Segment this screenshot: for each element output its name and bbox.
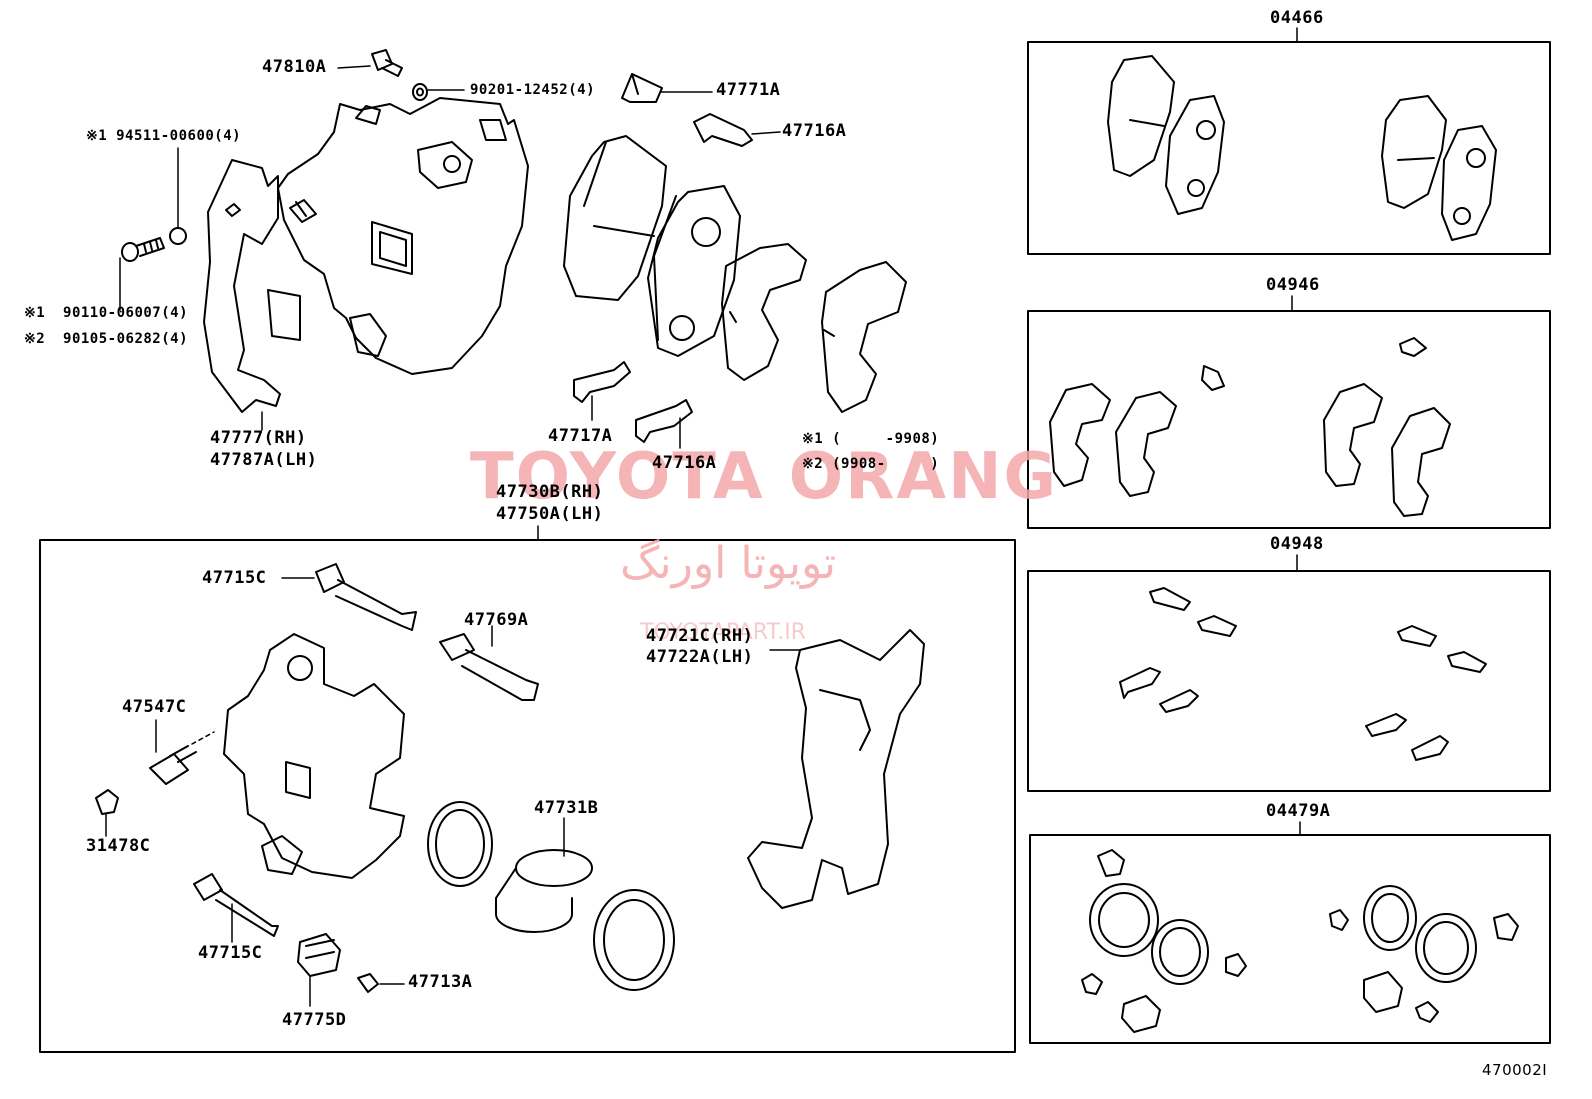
kit-04946-box	[1027, 310, 1551, 529]
note-1: ※1 ( -9908)	[802, 431, 940, 447]
label-47787A-lh: 47787A(LH)	[210, 450, 318, 470]
anti-squeal-clip-part	[621, 73, 713, 103]
label-47717A: 47717A	[548, 426, 613, 446]
cylinder-seal-part	[593, 889, 675, 991]
caliper-assembly-box	[39, 539, 1016, 1053]
kit-04948-box	[1027, 570, 1551, 792]
cylinder-boot-part	[297, 933, 341, 1007]
label-47547C: 47547C	[122, 697, 187, 717]
anti-squeal-shim-part-2	[821, 261, 907, 413]
label-47731B: 47731B	[534, 798, 599, 818]
watermark-title: TOYOTA ORANG	[470, 440, 1059, 514]
nut-and-bolt-part	[119, 147, 187, 311]
slide-pin-bottom-part	[193, 873, 279, 943]
torque-plate-part	[747, 629, 925, 909]
bleeder-cap-small-part	[357, 973, 405, 993]
disc-brake-dust-cover-part	[203, 159, 301, 431]
kit-04466-box	[1027, 41, 1551, 255]
label-94511-00600: ※1 94511-00600(4)	[86, 128, 242, 144]
label-47769A: 47769A	[464, 610, 529, 630]
bleeder-cap-part	[95, 789, 119, 837]
label-47716A-top: 47716A	[782, 121, 847, 141]
washer-part	[412, 83, 465, 101]
brake-pad-inner-part	[563, 135, 667, 301]
caliper-assembly-upper	[277, 97, 529, 375]
label-47750A-lh: 47750A(LH)	[496, 504, 604, 524]
label-47722A-lh: 47722A(LH)	[646, 647, 754, 667]
slide-pin-top-part	[281, 563, 417, 631]
label-90110-06007: ※1 90110-06007(4)	[24, 305, 189, 321]
watermark-url: TOYOTAPART.IR	[640, 620, 807, 645]
slide-pin-boot-part	[439, 625, 539, 701]
label-47730B-rh: 47730B(RH)	[496, 482, 604, 502]
piston-part	[495, 817, 593, 933]
label-90201-12452: 90201-12452(4)	[470, 82, 596, 98]
kit-04466-pads	[1107, 55, 1497, 241]
kit-04946-shims	[1049, 337, 1451, 517]
label-47716A-mid: 47716A	[652, 453, 717, 473]
kit-04948-clips	[1119, 587, 1487, 761]
caliper-body-part	[223, 633, 405, 879]
label-47810A: 47810A	[262, 57, 327, 77]
label-kit-04948: 04948	[1270, 534, 1324, 554]
bleeder-part	[149, 719, 215, 785]
kit-leaders	[537, 27, 1301, 836]
pad-support-plate-part-top	[693, 113, 781, 147]
label-kit-04946: 04946	[1266, 275, 1320, 295]
label-47715C-top: 47715C	[202, 568, 267, 588]
bleeder-plug-part	[337, 49, 403, 77]
anti-squeal-shim-part-1	[721, 243, 807, 381]
label-kit-04479A: 04479A	[1266, 801, 1331, 821]
label-47775D: 47775D	[282, 1010, 347, 1030]
pad-support-clip-part	[573, 361, 631, 421]
label-90105-06282: ※2 90105-06282(4)	[24, 331, 189, 347]
note-2: ※2 (9908- )	[802, 456, 940, 472]
kit-04479A-seals	[1081, 849, 1519, 1033]
label-31478C: 31478C	[86, 836, 151, 856]
label-47771A: 47771A	[716, 80, 781, 100]
label-kit-04466: 04466	[1270, 8, 1324, 28]
piston-seal-part	[427, 801, 493, 887]
label-47715C-bottom: 47715C	[198, 943, 263, 963]
label-47777-rh: 47777(RH)	[210, 428, 307, 448]
pad-support-plate-part-mid	[635, 399, 693, 449]
label-47721C-rh: 47721C(RH)	[646, 626, 754, 646]
kit-04479A-box	[1029, 834, 1551, 1044]
brake-pad-outer-part	[647, 185, 741, 357]
watermark-persian: تویوتا اورنگ	[620, 538, 836, 589]
figure-id: 470002I	[1482, 1061, 1548, 1079]
label-47713A: 47713A	[408, 972, 473, 992]
